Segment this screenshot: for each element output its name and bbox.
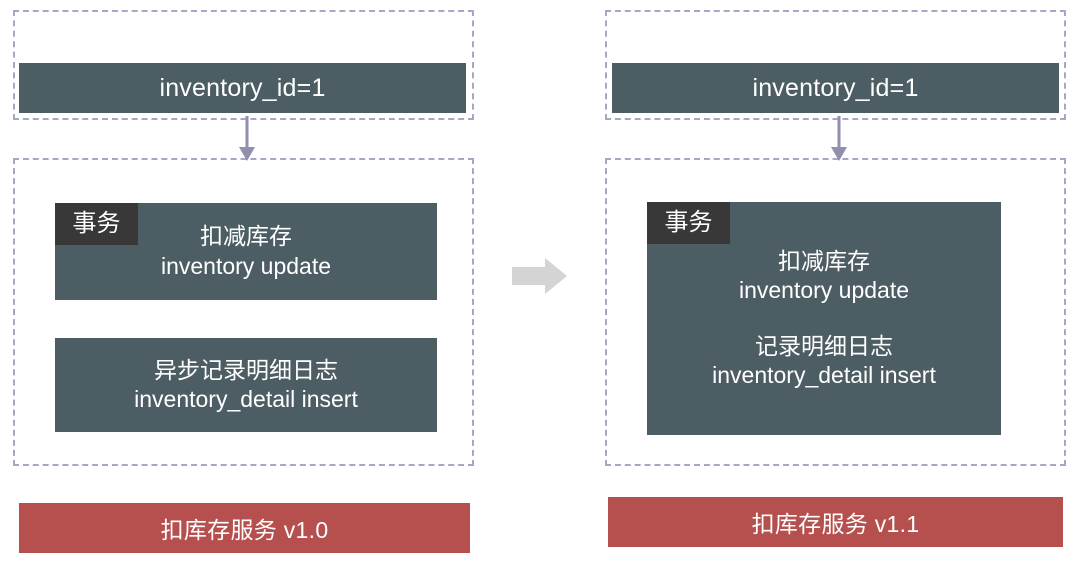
down-arrow-icon <box>239 116 255 161</box>
after-service-container <box>605 158 1066 466</box>
before-block-inventory-update-zh: 扣减库存 <box>200 223 292 250</box>
after-block-inventory-detail-insert: 记录明细日志 inventory_detail insert <box>712 332 936 391</box>
after-flow-down-arrow <box>824 116 854 162</box>
after-block-inventory-detail-insert-en: inventory_detail insert <box>712 361 936 388</box>
after-block-inventory-update: 扣减库存 inventory update <box>739 247 909 306</box>
down-arrow-icon <box>831 116 847 161</box>
before-block-inventory-update-en: inventory update <box>160 252 332 279</box>
after-block-inventory-update-en: inventory update <box>738 277 910 304</box>
before-transaction-tag-label: 事务 <box>72 210 121 237</box>
transition-arrow <box>512 258 567 294</box>
after-transaction-tag: 事务 <box>647 202 730 244</box>
after-service-footer-label: 扣库存服务 v1.1 <box>751 511 920 537</box>
after-id-banner-label: inventory_id=1 <box>752 74 919 102</box>
before-service-footer: 扣库存服务 v1.0 <box>19 503 470 553</box>
after-service-footer: 扣库存服务 v1.1 <box>608 497 1063 547</box>
after-block-inventory-update-zh: 扣减库存 <box>777 247 870 274</box>
before-block-inventory-detail-insert-zh: 异步记录明细日志 <box>154 356 338 383</box>
right-block-arrow-icon <box>512 258 567 294</box>
before-service-container <box>13 158 474 466</box>
before-block-inventory-update: 扣减库存 inventory update <box>55 203 437 300</box>
before-flow-down-arrow <box>232 116 262 162</box>
after-block-inventory-detail-insert-zh: 记录明细日志 <box>754 332 893 359</box>
before-id-banner: inventory_id=1 <box>19 63 466 113</box>
before-transaction-tag: 事务 <box>55 203 138 245</box>
after-request-container <box>605 10 1066 120</box>
before-block-inventory-detail-insert-en: inventory_detail insert <box>134 386 358 412</box>
before-block-inventory-detail-insert: 异步记录明细日志 inventory_detail insert <box>55 338 437 432</box>
before-service-footer-label: 扣库存服务 v1.0 <box>160 517 329 543</box>
after-transaction-tag-label: 事务 <box>664 209 713 236</box>
after-id-banner: inventory_id=1 <box>612 63 1059 113</box>
before-id-banner-label: inventory_id=1 <box>159 74 326 102</box>
before-request-container <box>13 10 474 120</box>
